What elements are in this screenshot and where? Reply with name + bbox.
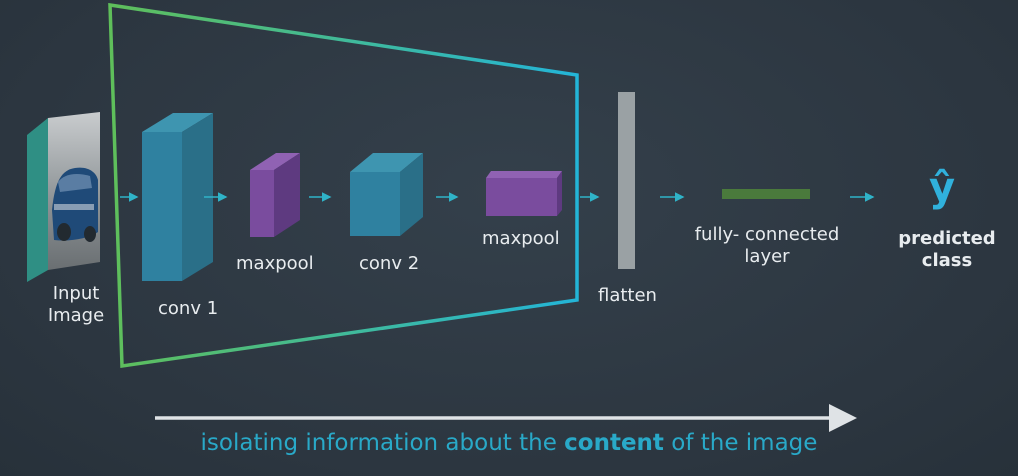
car-photo-icon <box>52 167 98 242</box>
maxpool2-label: maxpool <box>482 228 560 249</box>
feature-extraction-frame <box>108 2 579 369</box>
conv2-block <box>350 153 423 236</box>
flatten-label: flatten <box>598 285 657 306</box>
input-image <box>27 112 100 282</box>
maxpool1-label: maxpool <box>236 253 314 274</box>
flatten-bar <box>618 92 635 269</box>
predicted-class-label-line2: class <box>921 250 973 271</box>
caption: isolating information about the content … <box>0 430 1018 456</box>
input-image-label-line2: Image <box>47 305 105 326</box>
input-image-label: Input Image <box>40 283 112 327</box>
predicted-class-label: predicted class <box>892 228 1002 272</box>
fc-layer-label-line2: layer <box>744 246 790 267</box>
input-image-label-line1: Input <box>52 283 100 304</box>
input-image-side <box>27 118 48 282</box>
maxpool1-block <box>250 153 300 237</box>
predicted-class-label-line1: predicted <box>898 228 996 249</box>
caption-emphasis: content <box>564 430 664 456</box>
caption-before: isolating information about the <box>200 430 565 456</box>
conv2-label: conv 2 <box>359 253 420 274</box>
caption-after: of the image <box>663 430 818 456</box>
yhat-symbol: ŷ <box>928 165 956 211</box>
conv1-block <box>142 113 213 281</box>
fc-layer-label: fully- connected layer <box>682 224 852 268</box>
fc-layer-label-line1: fully- connected <box>694 224 840 245</box>
maxpool2-block <box>486 171 562 216</box>
fc-layer-bar <box>722 189 810 199</box>
conv1-label: conv 1 <box>158 298 219 319</box>
